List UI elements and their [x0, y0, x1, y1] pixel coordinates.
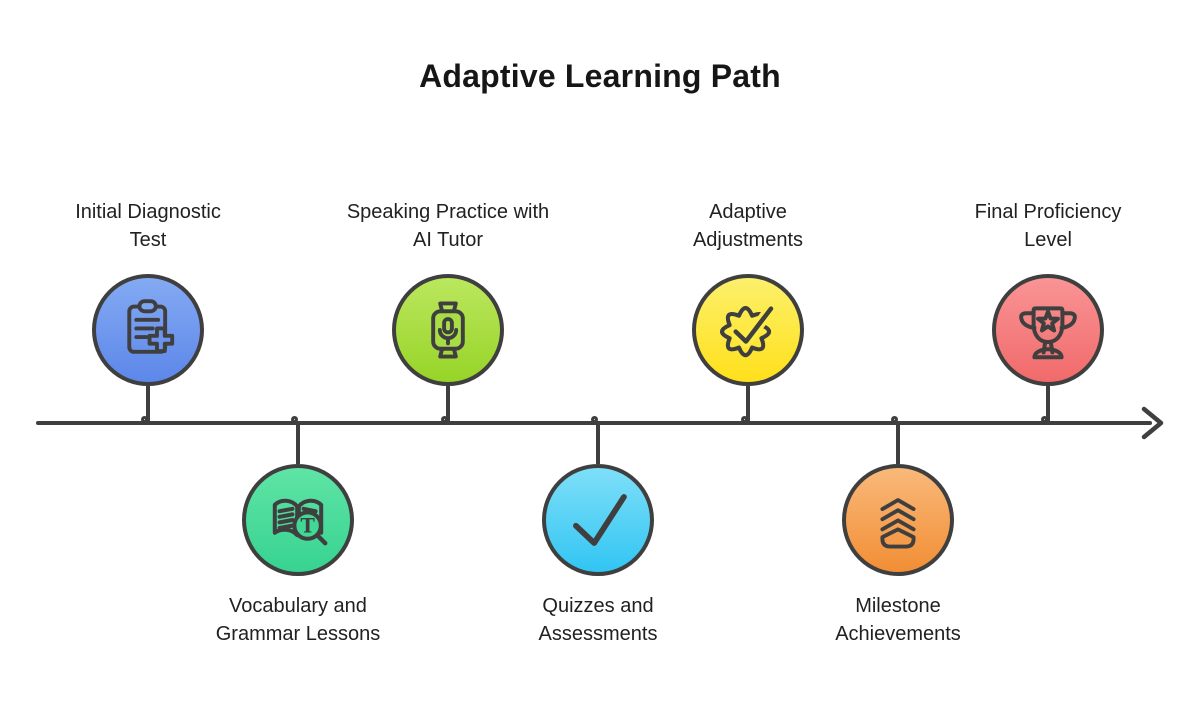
connector-stem — [896, 423, 900, 464]
node-label: Vocabulary and Grammar Lessons — [215, 595, 381, 645]
node-label: Final Proficiency Level — [974, 201, 1122, 251]
svg-text:T: T — [300, 514, 315, 537]
timeline-node-milestone-achievements: Milestone Achievements — [835, 0, 961, 705]
node-label: Speaking Practice with AI Tutor — [346, 201, 550, 251]
connector-stem — [1046, 386, 1050, 423]
connector-dot — [141, 416, 148, 423]
node-circle: T — [242, 464, 354, 576]
node-circle — [92, 274, 204, 386]
node-circle — [692, 274, 804, 386]
connector-dot — [891, 416, 898, 423]
timeline-node-initial-diagnostic-test: Initial Diagnostic Test — [75, 0, 221, 705]
checkmark-icon — [573, 494, 627, 546]
connector-dot — [591, 416, 598, 423]
node-circle — [842, 464, 954, 576]
node-label: Milestone Achievements — [835, 595, 961, 645]
arrowhead-icon — [1141, 406, 1164, 440]
connector-dot — [441, 416, 448, 423]
node-label: Quizzes and Assessments — [538, 595, 658, 645]
node-label: Adaptive Adjustments — [692, 201, 804, 251]
timeline-node-quizzes-assessments: Quizzes and Assessments — [539, 0, 657, 705]
timeline-node-speaking-practice: Speaking Practice with AI Tutor — [347, 0, 549, 705]
node-label: Initial Diagnostic Test — [75, 201, 221, 251]
clipboard-plus-icon — [127, 299, 175, 354]
timeline-node-vocabulary-grammar: Vocabulary and Grammar Lessons T — [216, 0, 380, 705]
connector-dot — [1041, 416, 1048, 423]
connector-stem — [746, 386, 750, 423]
node-circle — [392, 274, 504, 386]
connector-stem — [446, 386, 450, 423]
node-circle — [542, 464, 654, 576]
connector-stem — [596, 423, 600, 464]
connector-stem — [296, 423, 300, 464]
connector-stem — [146, 386, 150, 423]
connector-dot — [741, 416, 748, 423]
rank-chevrons-icon — [880, 498, 916, 549]
connector-dot — [291, 416, 298, 423]
smartwatch-microphone-icon — [431, 301, 465, 359]
timeline-node-adaptive-adjustments: Adaptive Adjustments — [692, 0, 804, 705]
timeline-node-final-proficiency: Final Proficiency Level — [975, 0, 1121, 705]
node-circle — [992, 274, 1104, 386]
timeline-line — [36, 421, 1152, 425]
book-search-icon: T — [272, 498, 328, 546]
trophy-star-icon — [1019, 306, 1077, 360]
page-title: Adaptive Learning Path — [419, 58, 781, 94]
gear-check-icon — [720, 305, 776, 358]
